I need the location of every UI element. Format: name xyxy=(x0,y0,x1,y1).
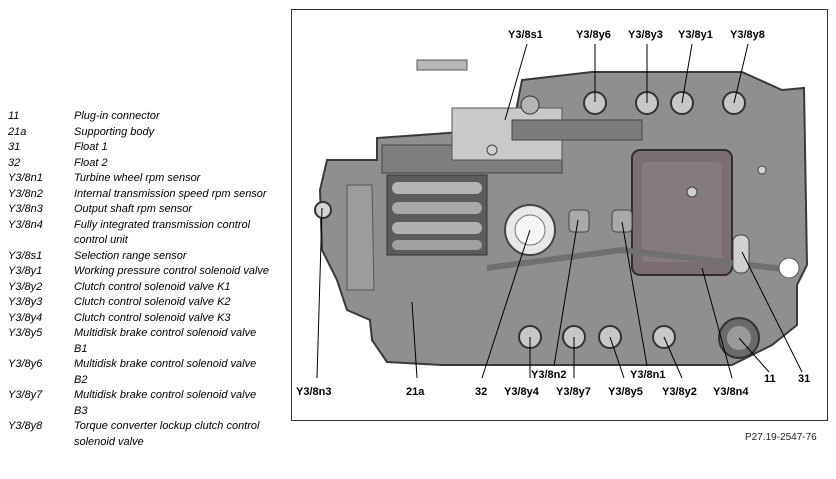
callout-y3-8y3: Y3/8y3 xyxy=(628,29,663,41)
callout-y3-8y2: Y3/8y2 xyxy=(662,386,697,398)
legend-row: Y3/8y3 Clutch control solenoid valve K2 xyxy=(8,295,278,311)
legend-description: Internal transmission speed rpm sensor xyxy=(74,187,267,200)
leader-lines xyxy=(316,43,803,379)
legend-code: 11 xyxy=(8,110,20,122)
legend-code: 21a xyxy=(8,125,27,138)
legend-code: Y3/8n4 xyxy=(8,218,43,231)
callout-y3-8y8: Y3/8y8 xyxy=(730,29,765,41)
valve-body-illustration xyxy=(314,59,809,366)
callout-y3-8y4: Y3/8y4 xyxy=(504,386,540,398)
callout-y3-8n3: Y3/8n3 xyxy=(296,386,331,398)
legend-code: Y3/8n2 xyxy=(8,187,43,200)
legend-code: Y3/8y1 xyxy=(8,265,43,277)
legend-code: Y3/8n3 xyxy=(8,203,43,215)
legend-description: Working pressure control solenoid valve xyxy=(74,265,270,277)
legend-description: Float 1 xyxy=(74,141,108,153)
legend-code: Y3/8y2 xyxy=(8,280,43,293)
legend-code: 31 xyxy=(8,141,21,153)
valve-body-figure: Y3/8s1 Y3/8y6 Y3/8y3 Y3/8y1 Y3/8y8 Y3/8n… xyxy=(291,9,828,421)
legend-row: 31 Float 1 xyxy=(8,140,278,156)
legend-description: Multidisk brake control solenoid valve B… xyxy=(74,358,257,386)
legend-row: 11 Plug-in connector xyxy=(8,109,278,125)
callout-y3-8y7: Y3/8y7 xyxy=(556,386,591,398)
legend-row: Y3/8y4 Clutch control solenoid valve K3 xyxy=(8,311,278,327)
legend-code: 32 xyxy=(8,156,21,169)
callout-y3-8n4: Y3/8n4 xyxy=(713,386,749,398)
callout-32: 32 xyxy=(475,386,487,398)
callout-y3-8y1: Y3/8y1 xyxy=(678,29,713,41)
legend-code: Y3/8y7 xyxy=(8,389,43,401)
callouts: Y3/8s1 Y3/8y6 Y3/8y3 Y3/8y1 Y3/8y8 Y3/8n… xyxy=(296,29,810,398)
legend-description: Output shaft rpm sensor xyxy=(74,203,192,215)
legend-description: Multidisk brake control solenoid valve B… xyxy=(74,389,257,417)
callout-21a: 21a xyxy=(406,386,425,398)
legend-description: Fully integrated transmission control co… xyxy=(74,218,251,247)
callout-y3-8y6: Y3/8y6 xyxy=(576,29,611,41)
legend-row: Y3/8y7 Multidisk brake control solenoid v… xyxy=(8,388,278,419)
legend-description: Supporting body xyxy=(74,125,155,138)
legend-code: Y3/8y3 xyxy=(8,296,43,308)
legend-description: Clutch control solenoid valve K2 xyxy=(74,296,231,308)
legend-code: Y3/8y8 xyxy=(8,420,43,432)
figure-reference: P27.19-2547-76 xyxy=(745,432,817,443)
legend-row: 32 Float 2 xyxy=(8,156,278,172)
legend-row: Y3/8y2 Clutch control solenoid valve K1 xyxy=(8,280,278,296)
legend-row: Y3/8y6 Multidisk brake control solenoid v… xyxy=(8,357,278,388)
legend-row: Y3/8n4 Fully integrated transmission cont… xyxy=(8,218,278,249)
legend-description: Turbine wheel rpm sensor xyxy=(74,172,201,184)
legend-description: Selection range sensor xyxy=(74,249,187,262)
callout-y3-8s1: Y3/8s1 xyxy=(508,29,543,41)
legend-code: Y3/8y6 xyxy=(8,358,43,370)
callout-11: 11 xyxy=(764,373,776,385)
legend-row: Y3/8y8 Torque converter lockup clutch con… xyxy=(8,419,278,450)
legend-code: Y3/8y5 xyxy=(8,327,43,339)
legend-code: Y3/8n1 xyxy=(8,172,43,184)
legend-row: Y3/8n3 Output shaft rpm sensor xyxy=(8,202,278,218)
callout-y3-8n2: Y3/8n2 xyxy=(531,369,566,381)
legend-description: Plug-in connector xyxy=(74,110,160,122)
callout-31: 31 xyxy=(798,373,810,385)
legend-row: Y3/8s1 Selection range sensor xyxy=(8,249,278,265)
legend-description: Torque converter lockup clutch control s… xyxy=(74,420,260,448)
legend-code: Y3/8s1 xyxy=(8,249,43,262)
legend-row: 21a Supporting body xyxy=(8,125,278,141)
legend-description: Clutch control solenoid valve K1 xyxy=(74,280,231,293)
legend-row: Y3/8n1 Turbine wheel rpm sensor xyxy=(8,171,278,187)
callout-y3-8y5: Y3/8y5 xyxy=(608,386,643,398)
valve-body-drawing: Y3/8s1 Y3/8y6 Y3/8y3 Y3/8y1 Y3/8y8 Y3/8n… xyxy=(296,29,810,398)
legend-description: Clutch control solenoid valve K3 xyxy=(74,311,231,324)
legend-row: Y3/8y5 Multidisk brake control solenoid v… xyxy=(8,326,278,357)
legend-code: Y3/8y4 xyxy=(8,311,43,324)
legend-row: Y3/8n2 Internal transmission speed rpm se… xyxy=(8,187,278,203)
callout-y3-8n1: Y3/8n1 xyxy=(630,369,665,381)
legend-description: Float 2 xyxy=(74,156,108,169)
legend-description: Multidisk brake control solenoid valve B… xyxy=(74,327,257,355)
legend-row: Y3/8y1 Working pressure control solenoid … xyxy=(8,264,278,280)
